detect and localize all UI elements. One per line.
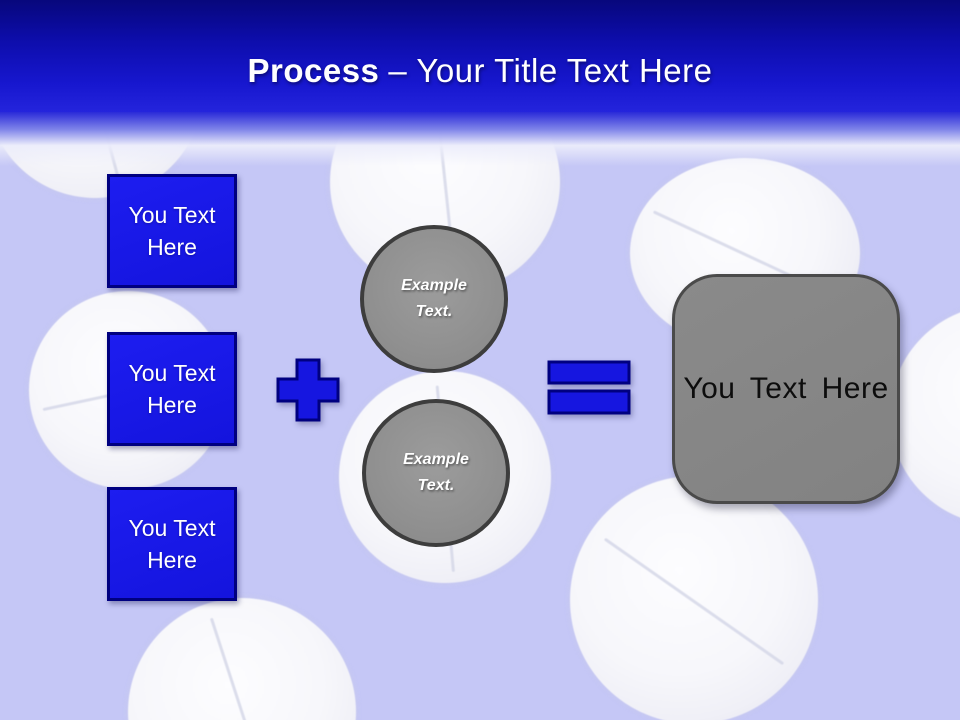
example-circle-2[interactable]: Example Text. xyxy=(362,399,510,547)
plus-icon xyxy=(275,357,341,428)
input-box-1[interactable]: You Text Here xyxy=(107,174,237,288)
page-title-rest: – Your Title Text Here xyxy=(388,52,713,89)
page-title-bold: Process xyxy=(247,52,380,89)
example-circle-1-label: Example Text. xyxy=(401,276,467,320)
example-circle-1[interactable]: Example Text. xyxy=(360,225,508,373)
pill-score-line xyxy=(603,537,785,666)
page-title: Process– Your Title Text Here xyxy=(0,52,960,90)
title-bar-fade xyxy=(0,112,960,166)
input-box-3-label: You Text Here xyxy=(128,514,216,573)
equals-icon xyxy=(546,359,632,422)
result-box-label: You Text Here xyxy=(683,372,889,405)
example-circle-2-label: Example Text. xyxy=(403,450,469,494)
pill-image xyxy=(128,598,356,720)
result-box[interactable]: You Text Here xyxy=(672,274,900,504)
input-box-3[interactable]: You Text Here xyxy=(107,487,237,601)
input-box-2[interactable]: You Text Here xyxy=(107,332,237,446)
pill-image xyxy=(890,305,960,525)
title-bar xyxy=(0,0,960,112)
input-box-1-label: You Text Here xyxy=(128,201,216,260)
pill-image xyxy=(570,476,818,720)
pill-score-line xyxy=(209,617,275,720)
input-box-2-label: You Text Here xyxy=(128,359,216,418)
